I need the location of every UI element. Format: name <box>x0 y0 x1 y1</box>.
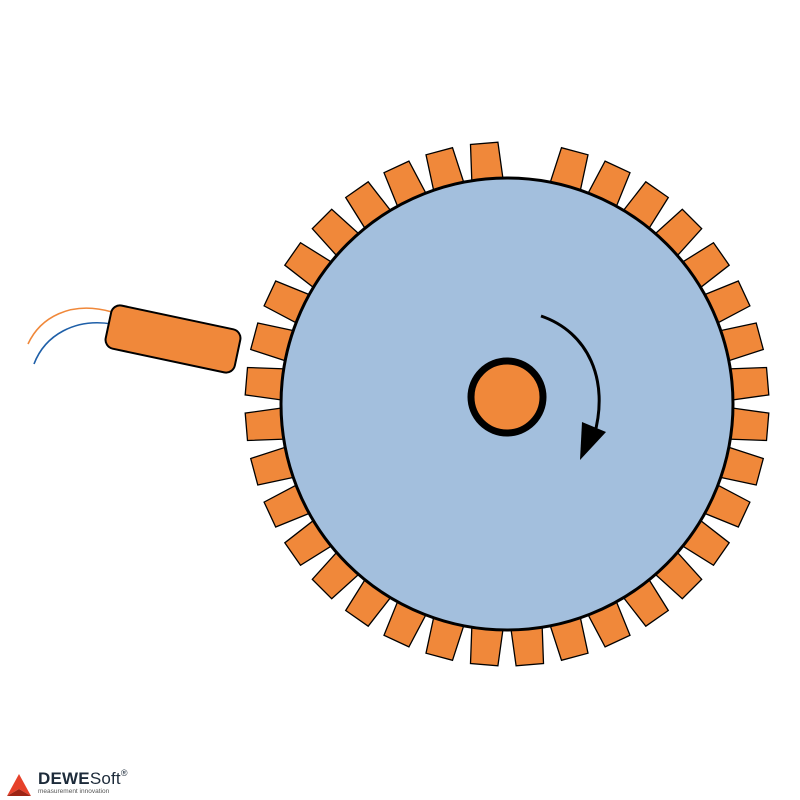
logo-mark-right <box>19 774 31 796</box>
sensor-cable-wire-blue <box>33 322 113 365</box>
rotation-arrow-head <box>580 422 606 460</box>
logo-tagline: measurement innovation <box>38 788 110 795</box>
rotation-arrow <box>540 314 606 460</box>
logo-registered-mark: ® <box>120 768 128 778</box>
logo-brand-bold: DEWE <box>38 769 90 788</box>
logo-mark-left <box>7 774 19 796</box>
sensor-cable <box>27 307 113 365</box>
logo-brand: DEWESoft® <box>38 768 128 788</box>
rotation-arrow-arc <box>540 314 601 437</box>
sensor <box>104 304 242 374</box>
dewesoft-logo-icon <box>7 774 31 796</box>
logo-mark-base <box>7 789 31 796</box>
logo-brand-regular: Soft <box>89 769 121 788</box>
hub <box>467 357 547 437</box>
sensor-cable-wire-orange <box>27 307 113 345</box>
dewesoft-logo: DEWESoft® measurement innovation <box>6 768 128 798</box>
